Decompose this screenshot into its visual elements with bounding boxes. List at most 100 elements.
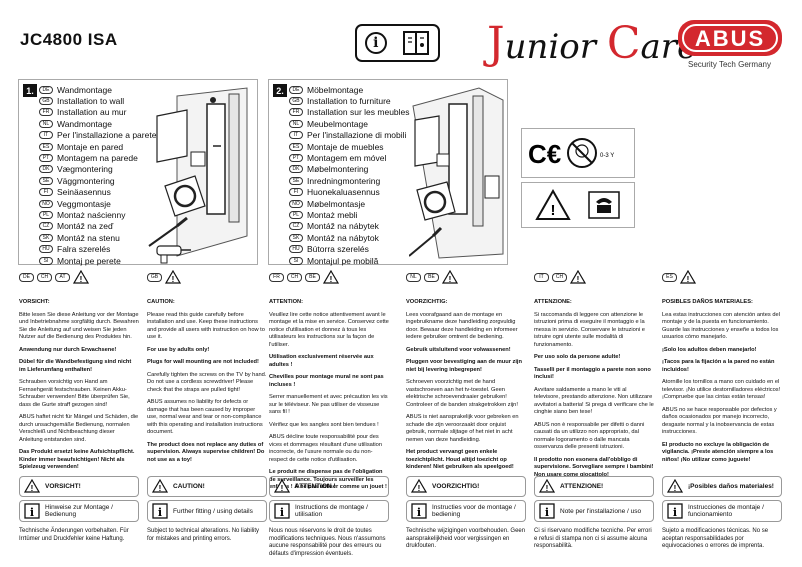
country-code-badge: DK: [39, 165, 53, 174]
instruction-paragraph: Pluggen voor bevestiging aan de muur zij…: [406, 359, 522, 373]
instruction-paragraph: Si raccomanda di leggere con attenzione …: [534, 311, 645, 348]
column-country-badges: GB!: [147, 269, 267, 284]
open-book-icon: [403, 31, 430, 55]
instruction-paragraph: Veuillez lire cette notice attentivement…: [269, 311, 389, 348]
warning-icon: !: [569, 269, 587, 284]
country-code-badge: NL: [39, 119, 53, 128]
instruction-paragraph: Lea estas instrucciones con atención ant…: [662, 311, 780, 341]
lang-item-label: Seinäasennus: [57, 187, 111, 198]
lang-item-label: Meubelmontage: [307, 118, 368, 129]
svg-text:!: !: [159, 484, 162, 493]
instruction-paragraph: ATTENZIONE:: [534, 299, 572, 305]
warning-icon: !: [164, 269, 182, 284]
instruction-paragraph: Plugs for wall mounting are not included…: [147, 359, 259, 365]
warning-legend: !VOORZICHTIG!: [406, 476, 526, 497]
disclaimer-text: Subject to technical alterations. No lia…: [147, 528, 260, 542]
instruction-paragraph: Avvitare saldamente a mano le viti al te…: [534, 386, 654, 416]
warning-legend-label: VORSICHT!: [45, 483, 81, 490]
info-icon: i: [411, 503, 427, 519]
step1-lang-item: DK Vægmontering: [39, 164, 156, 175]
country-code-badge: SE: [289, 176, 303, 185]
svg-text:i: i: [158, 506, 162, 519]
instruction-paragraph: The product does not replace any duties …: [147, 441, 265, 463]
warning-legend: ! VORSICHT!: [19, 476, 139, 497]
country-code-badge: SE: [39, 176, 53, 185]
disclaimer-text: Technische Änderungen vorbehalten. Für I…: [19, 528, 129, 542]
warning-icon: !: [538, 478, 556, 495]
warning-icon: !: [666, 478, 684, 495]
lang-item-label: Vægmontering: [57, 164, 113, 175]
age-label: 0-3 Y: [600, 153, 614, 159]
column-body: POSIBLES DAÑOS MATERIALES:Lea estas inst…: [662, 299, 782, 464]
country-code-badge: CZ: [289, 222, 303, 231]
lang-item-label: Installation to furniture: [307, 96, 391, 107]
country-code-badge: SK: [289, 233, 303, 242]
country-code-badge: FR: [39, 108, 53, 117]
disclaimer-text: Sujeto a modificaciones técnicas. No se …: [662, 528, 769, 549]
step1-number: 1.: [23, 84, 37, 97]
country-code-badge: HU: [39, 245, 53, 254]
disclaimer-text: Technische wijzigingen voorbehouden. Gee…: [406, 528, 526, 549]
abus-tagline: Security Tech Germany: [688, 60, 771, 69]
instruction-paragraph: Dübel für die Wandbefestigung sind nicht…: [19, 359, 132, 373]
instruction-paragraph: Vérifiez que les sangles sont bien tendu…: [269, 421, 379, 428]
instruction-paragraph: VOORZICHTIG:: [406, 299, 448, 305]
column-body: CAUTION:Please read this guide carefully…: [147, 299, 267, 464]
junior-care-logo: Junior Care: [487, 18, 698, 69]
instruction-paragraph: ABUS is niet aansprakelijk voor gebreken…: [406, 414, 519, 443]
country-code-badge: CH: [287, 272, 302, 282]
country-code-badge: NL: [289, 119, 303, 128]
lang-item-label: Montaż mebli: [307, 209, 358, 220]
country-code-badge: NL: [406, 272, 421, 282]
warning-legend: !ATTENZIONE!: [534, 476, 654, 497]
column-body: ATTENZIONE: Si raccomanda di leggere con …: [534, 299, 654, 479]
country-code-badge: BE: [424, 272, 439, 282]
phone-icon: [588, 191, 620, 219]
warning-icon: !: [322, 269, 340, 284]
language-column: ES!POSIBLES DAÑOS MATERIALES:Lea estas i…: [662, 269, 782, 469]
country-code-badge: ES: [662, 272, 677, 282]
instruction-paragraph: Chevilles pour montage mural ne sont pas…: [269, 374, 384, 388]
instruction-paragraph: El producto no excluye la obligación de …: [662, 441, 774, 463]
lang-item-label: Montáž na stenu: [57, 232, 120, 243]
instruction-paragraph: Das Produkt ersetzt keine Aufsichtspflic…: [19, 449, 135, 470]
wall-mount-illustration: [148, 87, 248, 257]
instruction-paragraph: ATTENTION:: [269, 299, 304, 305]
lang-item-label: Montaje de muebles: [307, 141, 384, 152]
svg-text:!: !: [31, 484, 34, 493]
country-code-badge: SI: [39, 256, 53, 265]
lang-item-label: Veggmontasje: [57, 198, 111, 209]
instruction-paragraph: ABUS décline toute responsabilité pour d…: [269, 434, 383, 463]
country-code-badge: DE: [39, 85, 53, 94]
svg-text:C€: C€: [528, 139, 561, 169]
country-code-badge: CH: [552, 272, 567, 282]
warning-legend: !ATTENTION !: [269, 476, 389, 497]
instruction-paragraph: Please read this guide carefully before …: [147, 311, 265, 341]
drill-icon: [156, 245, 191, 264]
svg-text:!: !: [546, 484, 549, 493]
instruction-paragraph: Bitte lesen Sie diese Anleitung vor der …: [19, 311, 139, 341]
